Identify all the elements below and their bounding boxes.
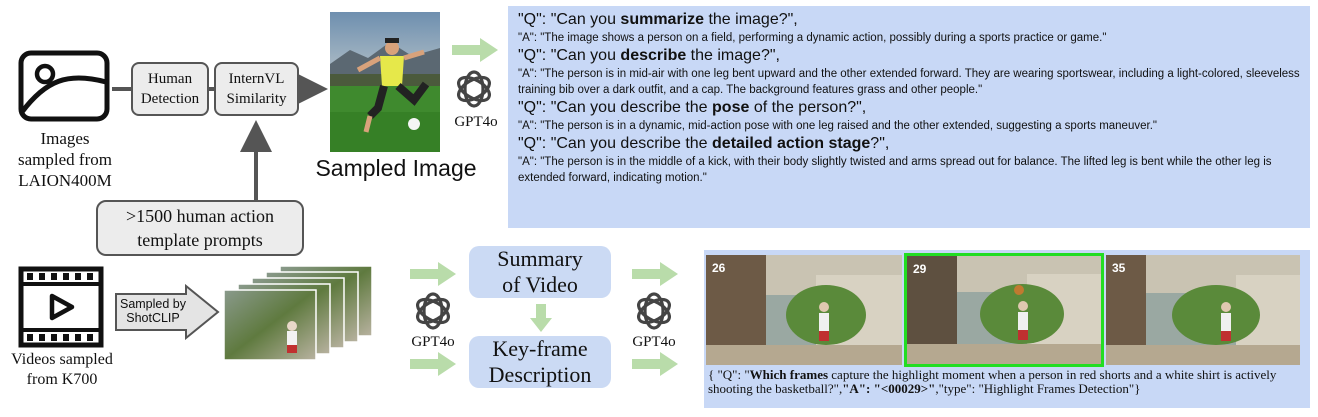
gpt-label-bottom-left: GPT4o [411,334,455,350]
video-frame: 26 [706,255,902,365]
sampled-by-arrow: Sampled by ShotCLIP [114,283,220,341]
green-arrow-from-keyframe [632,352,678,376]
gpt-label-top: GPT4o [454,114,498,130]
qa-item: "Q": "Can you describe the pose of the p… [518,99,1157,132]
qa-item: "Q": "Can you describe the image?", "A":… [518,47,1300,96]
highlight-qa-text: { "Q": "Which frames capture the highlig… [708,367,1277,396]
gpt-label-bottom-right: GPT4o [632,334,676,350]
gpt-logo-icon [451,66,497,112]
qa-panel: "Q": "Can you summarize the image?", "A"… [508,6,1310,228]
top-connectors [112,69,328,200]
stacked-video-frames [222,265,382,362]
sampled-image-photo [330,12,440,152]
gpt-logo-icon [631,288,677,334]
video-frame-highlighted: 29 [904,253,1104,367]
video-film-icon [18,266,104,348]
qa-item: "Q": "Can you summarize the image?", "A"… [518,11,1107,44]
green-arrow-to-summary [410,262,456,286]
green-arrow-top [452,38,498,62]
green-arrow-from-summary [632,262,678,286]
video-frame: 35 [1106,255,1300,365]
sampled-image-caption: Sampled Image [315,155,477,181]
gpt-logo-icon [410,288,456,334]
images-caption: Images sampled from LAION400M [18,129,112,190]
qa-item: "Q": "Can you describe the detailed acti… [518,135,1272,184]
videos-caption: Videos sampled from K700 [11,351,113,388]
green-arrow-down [530,304,552,332]
green-arrow-to-keyframe [410,352,456,376]
image-icon [18,50,110,122]
